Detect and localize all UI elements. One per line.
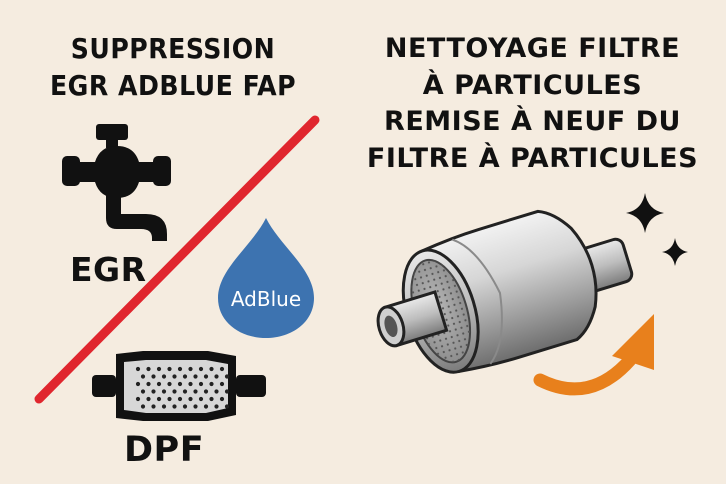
- sparkle-icon: [626, 193, 688, 266]
- dpf-perforation: [172, 389, 177, 394]
- dpf-perforation: [198, 396, 204, 402]
- dpf-perforation: [161, 389, 167, 394]
- dpf-perforation: [209, 396, 214, 402]
- dpf-perforation: [151, 404, 156, 409]
- dpf-perforation: [209, 381, 214, 387]
- dpf-perforation: [161, 374, 167, 379]
- dpf-perforation: [198, 366, 204, 372]
- dpf-perforation: [224, 389, 230, 394]
- dpf-perforation: [167, 381, 172, 387]
- dpf-perforation: [224, 404, 230, 409]
- dpf-perforation: [151, 374, 156, 379]
- dpf-perforation: [172, 404, 177, 409]
- dpf-perforation: [172, 374, 177, 379]
- dpf-perforation: [188, 381, 193, 387]
- dpf-perforation: [209, 366, 214, 372]
- dpf-perforation: [188, 396, 193, 402]
- dpf-perforation: [156, 396, 162, 402]
- dpf-perforation: [156, 366, 162, 372]
- dpf-perforation: [219, 366, 225, 372]
- dpf-perforation: [151, 389, 156, 394]
- dpf-perforation: [140, 374, 146, 379]
- dpf-perforation: [182, 389, 188, 394]
- dpf-perforation: [146, 366, 151, 372]
- left-title: SUPPRESSION EGR ADBLUE FAP: [12, 30, 334, 104]
- particulate-filter-icon: [376, 209, 634, 374]
- right-title-line-4: FILTRE À PARTICULES: [366, 142, 699, 174]
- dpf-perforation: [140, 404, 146, 409]
- dpf-filter-icon: [92, 351, 266, 421]
- dpf-perforation: [214, 389, 219, 394]
- dpf-perforation: [182, 404, 188, 409]
- dpf-perforation: [219, 396, 225, 402]
- dpf-perforation: [135, 396, 141, 402]
- dpf-perforation: [182, 374, 188, 379]
- adblue-label: AdBlue: [231, 287, 301, 311]
- dpf-perforation: [203, 374, 209, 379]
- dpf-perforation: [198, 381, 204, 387]
- dpf-perforation: [135, 381, 141, 387]
- dpf-perforation: [193, 404, 198, 409]
- dpf-perforation: [203, 389, 209, 394]
- egr-valve-icon: [62, 124, 171, 241]
- dpf-perforation: [188, 366, 193, 372]
- dpf-perforation: [177, 366, 183, 372]
- dpf-perforation: [214, 404, 219, 409]
- dpf-perforation: [193, 389, 198, 394]
- egr-label: EGR: [70, 250, 147, 289]
- left-title-line-1: SUPPRESSION: [70, 32, 276, 65]
- left-title-line-2: EGR ADBLUE FAP: [49, 69, 297, 102]
- dpf-perforation: [219, 381, 225, 387]
- dpf-perforation: [214, 374, 219, 379]
- dpf-perforation: [203, 404, 209, 409]
- dpf-perforation: [193, 374, 198, 379]
- right-title-line-1: NETTOYAGE FILTRE: [384, 33, 681, 64]
- refresh-arrow-icon: [533, 314, 654, 396]
- dpf-perforation: [167, 396, 172, 402]
- right-title-line-3: REMISE À NEUF DU: [384, 106, 681, 137]
- right-title-line-2: À PARTICULES: [422, 69, 643, 101]
- strike-line: [34, 115, 320, 404]
- dpf-perforation: [135, 366, 141, 372]
- dpf-perforation: [224, 374, 230, 379]
- dpf-perforation: [177, 396, 183, 402]
- dpf-label: DPF: [124, 430, 205, 470]
- dpf-perforation: [177, 381, 183, 387]
- adblue-drop-icon: [218, 218, 314, 338]
- dpf-perforation: [167, 366, 172, 372]
- right-title: NETTOYAGE FILTRE À PARTICULES REMISE À N…: [345, 31, 720, 177]
- dpf-perforation: [146, 396, 151, 402]
- dpf-perforation: [140, 389, 146, 394]
- dpf-perforation: [156, 381, 162, 387]
- dpf-perforation: [146, 381, 151, 387]
- dpf-perforation: [161, 404, 167, 409]
